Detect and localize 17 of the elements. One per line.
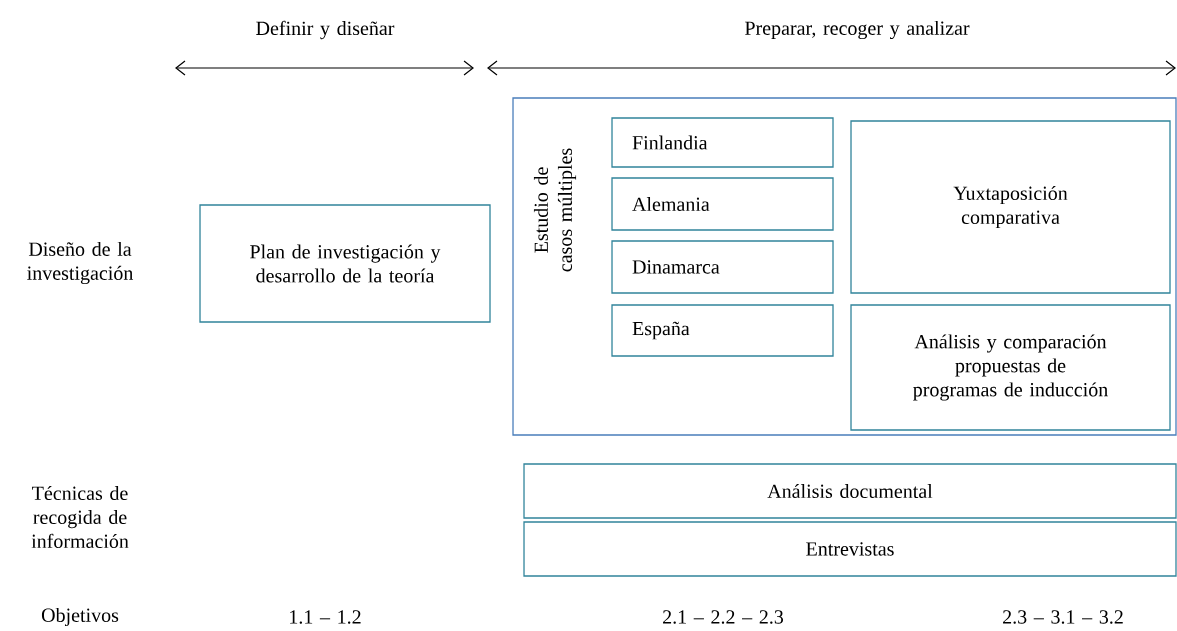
row-label: Diseño de la investigación [27, 241, 134, 285]
row-label: Definir y diseñar [256, 20, 395, 40]
process-box: Análisis y comparación propuestas de programas de inducción [850, 304, 1171, 431]
process-box: Alemania [611, 177, 834, 231]
process-box: Entrevistas [523, 521, 1177, 577]
row-label: Técnicas de recogida de información [31, 485, 129, 549]
process-box: Análisis documental [523, 463, 1177, 519]
row-label: Objetivos [41, 607, 119, 627]
row-label: Preparar, recoger y analizar [745, 20, 970, 40]
process-box: España [611, 304, 834, 357]
row-label: 2.3 – 3.1 – 3.2 [1003, 610, 1123, 624]
process-box: Plan de investigación y desarrollo de la teoría [199, 204, 491, 323]
process-box: Yuxtaposición comparativa [850, 120, 1171, 294]
row-label: 2.1 – 2.2 – 2.3 [663, 610, 784, 624]
process-box: Finlandia [611, 117, 834, 168]
row-label: 1.1 – 1.2 [290, 610, 361, 624]
process-box: Dinamarca [611, 240, 834, 294]
